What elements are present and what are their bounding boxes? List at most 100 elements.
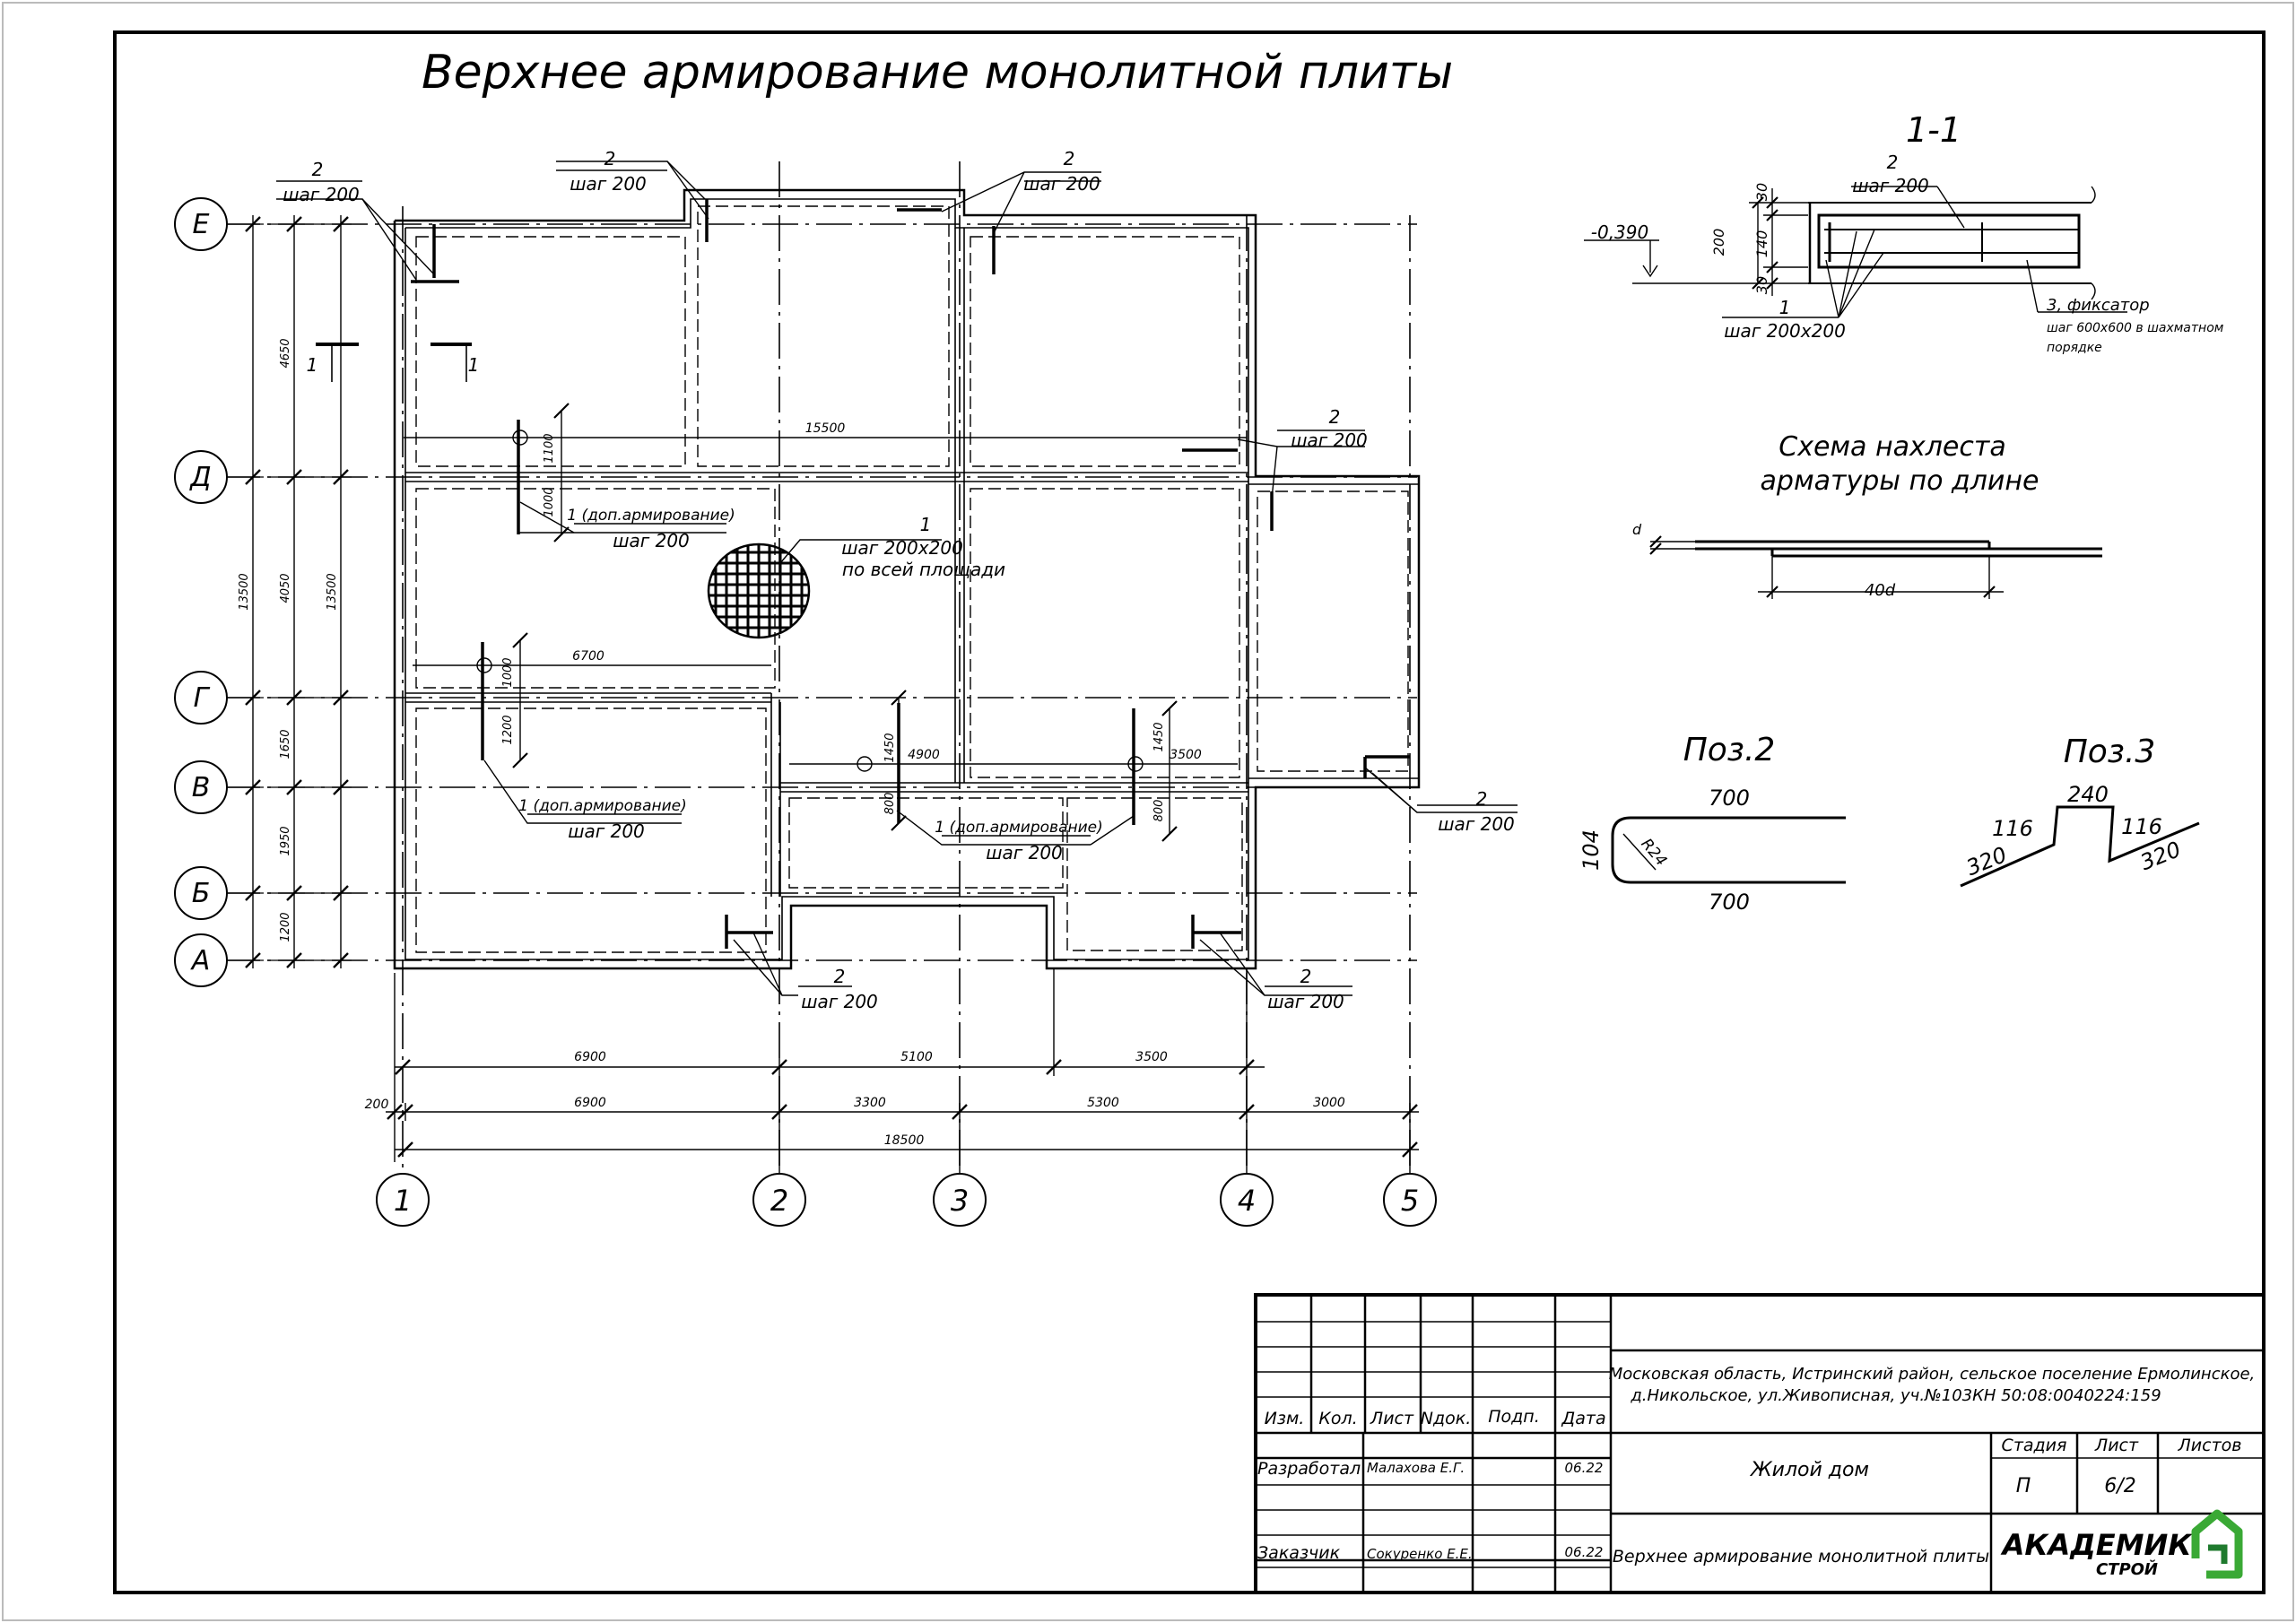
section-pos1-step: шаг 200х200 <box>1724 320 1846 342</box>
callout-pos-number: 2 <box>604 148 616 169</box>
callout-step: шаг 200 <box>1023 173 1100 195</box>
col-axis-bubble: 2 <box>752 1173 806 1227</box>
col-header: Лист <box>1370 1409 1414 1428</box>
callout-step: шаг 200 <box>1291 430 1368 451</box>
col-axis-bubbles: 1 2 3 4 5 <box>376 1173 1437 1227</box>
dim-1000: 1000 <box>501 657 515 687</box>
fixator-note: шаг 600х600 в шахматном <box>2047 321 2224 335</box>
name-developer: Малахова Е.Г. <box>1367 1460 1465 1476</box>
callout-step: шаг 200 <box>1267 991 1344 1012</box>
lap-scheme <box>1649 535 2102 599</box>
slab-outline <box>393 188 1421 970</box>
lap-title: Схема нахлеста <box>1779 431 2005 463</box>
pos3-b: 116 <box>2121 814 2162 839</box>
dim-left: 1650 <box>279 729 292 759</box>
add-reinf-step: шаг 200 <box>986 842 1063 864</box>
add-reinf-label: 1 (доп.армирование) <box>518 797 687 815</box>
callout-pos-number: 2 <box>834 966 846 987</box>
dim-left-total: 13500 <box>238 573 251 610</box>
row-axis-label: А <box>190 945 211 976</box>
pos3-c: 320 <box>1963 842 2011 881</box>
drawing-title: Верхнее армирование монолитной плиты <box>422 46 1453 100</box>
section-dim-200: 200 <box>1710 229 1727 256</box>
dim-15500: 15500 <box>805 421 846 436</box>
mesh-symbol <box>707 542 811 639</box>
callout-step: шаг 200 <box>570 173 647 195</box>
section-title: 1-1 <box>1906 110 1961 150</box>
dim-1450: 1450 <box>1152 722 1166 751</box>
callout-pos-number: 2 <box>312 159 324 180</box>
pos3-shape <box>1960 805 2200 888</box>
dim-left: 4050 <box>279 573 292 603</box>
dim-bottom: 6900 <box>574 1050 606 1064</box>
dim-200: 200 <box>365 1098 389 1112</box>
plan-dimensions <box>404 411 1247 834</box>
dim-6700: 6700 <box>572 649 604 664</box>
role-customer: Заказчик <box>1257 1543 1341 1563</box>
col-header: Изм. <box>1265 1409 1305 1428</box>
dim-1100: 1100 <box>543 433 556 463</box>
section-labels: 1-1 -0,390 2 шаг 200 1 шаг 200х200 3, фи… <box>1591 110 2224 355</box>
house-icon-inner <box>2208 1544 2228 1564</box>
dim-800: 800 <box>883 793 897 815</box>
mesh-pos-number: 1 <box>920 514 932 535</box>
mesh-area: по всей площади <box>842 559 1005 580</box>
row-axis-label: Д <box>188 462 211 493</box>
dim-4900: 4900 <box>908 748 940 762</box>
lap-title: арматуры по длине <box>1761 465 2039 497</box>
section-mark-left: 1 <box>307 354 318 376</box>
level-mark: -0,390 <box>1591 221 1648 243</box>
row-axis-bubble: Б <box>174 866 228 920</box>
section-mark-right: 1 <box>468 354 480 376</box>
row-axis-bubble: В <box>174 760 228 814</box>
date-developer: 06.22 <box>1565 1460 1604 1476</box>
callout-pos-number: 2 <box>1300 966 1312 987</box>
callout-pos-number: 2 <box>1476 788 1488 810</box>
col-axis-label: 3 <box>951 1184 969 1218</box>
house-icon <box>2191 1509 2243 1579</box>
callout-pos-number: 2 <box>1064 148 1075 169</box>
fixator-note: порядке <box>2047 341 2102 355</box>
callout-step: шаг 200 <box>1438 813 1515 835</box>
dim-bottom: 3000 <box>1313 1096 1345 1110</box>
pos3-top: 240 <box>2067 782 2109 807</box>
dim-1450: 1450 <box>883 733 897 762</box>
dim-bottom: 3500 <box>1135 1050 1168 1064</box>
dim-800: 800 <box>1152 800 1166 822</box>
title-block <box>1254 1293 2266 1594</box>
row-axis-label: Е <box>193 209 210 240</box>
pos2-height: 104 <box>1578 829 1604 871</box>
lap-d: d <box>1632 521 1642 538</box>
col-axis-bubble: 3 <box>933 1173 987 1227</box>
dim-left: 4650 <box>279 338 292 368</box>
col-axis-bubble: 1 <box>376 1173 430 1227</box>
row-axis-bubble: А <box>174 933 228 987</box>
pos2-bottom: 700 <box>1709 890 1750 915</box>
col-axis-bubble: 4 <box>1220 1173 1274 1227</box>
row-axis-label: В <box>192 772 211 803</box>
pos3-d: 320 <box>2137 837 2185 875</box>
sheets-label: Листов <box>2178 1436 2242 1455</box>
col-axis-label: 1 <box>394 1184 412 1218</box>
col-axis-label: 5 <box>1401 1184 1419 1218</box>
dim-1200: 1200 <box>501 715 515 744</box>
leaders <box>276 161 1518 996</box>
date-customer: 06.22 <box>1565 1544 1604 1560</box>
callout-step: шаг 200 <box>801 991 878 1012</box>
dim-left: 1200 <box>279 912 292 942</box>
col-header: Подп. <box>1488 1407 1540 1427</box>
dim-bottom: 6900 <box>574 1096 606 1110</box>
dim-left-total: 13500 <box>326 573 339 610</box>
section-dim-30: 30 <box>1753 276 1770 294</box>
col-header: Nдок. <box>1421 1409 1472 1428</box>
role-developer: Разработал <box>1257 1459 1361 1479</box>
section-dim-30: 30 <box>1753 183 1770 201</box>
col-header: Кол. <box>1318 1409 1357 1428</box>
row-axis-label: Г <box>194 682 211 714</box>
stage-label: Стадия <box>2002 1436 2067 1455</box>
dim-bottom: 5100 <box>900 1050 933 1064</box>
dim-bottom: 3300 <box>854 1096 886 1110</box>
callout-pos-number: 2 <box>1329 406 1341 428</box>
add-reinf-step: шаг 200 <box>613 530 690 551</box>
